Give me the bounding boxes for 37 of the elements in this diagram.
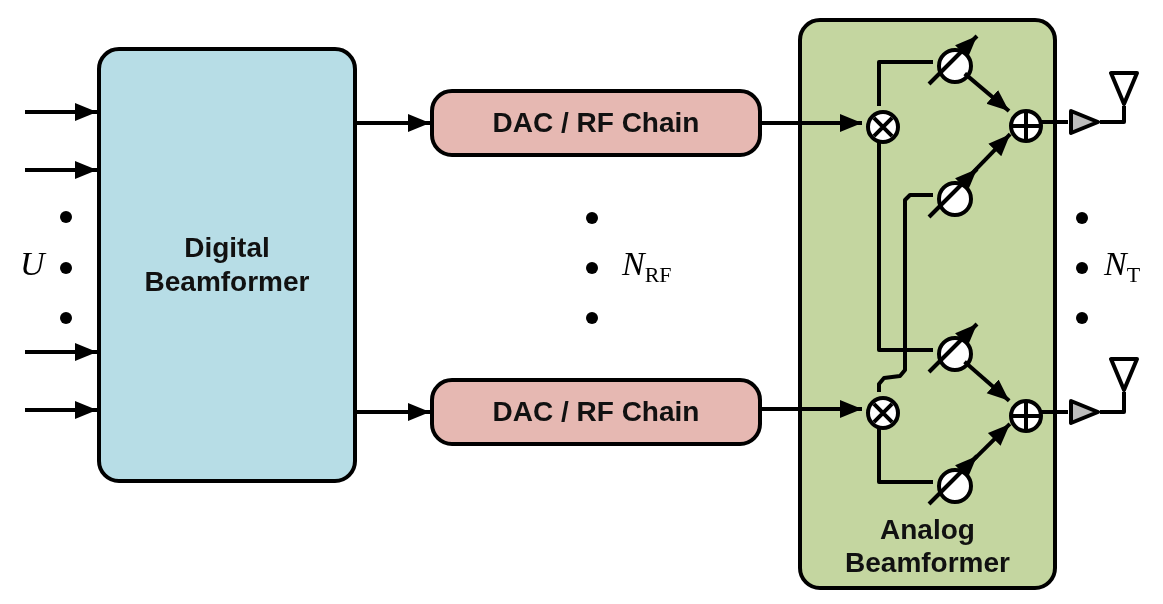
connector-line bbox=[877, 426, 933, 484]
arrow bbox=[25, 401, 97, 419]
mixer-symbol bbox=[866, 110, 900, 144]
count-label: N$_{T}$ bbox=[1104, 245, 1141, 288]
arrow bbox=[963, 360, 1011, 403]
arrow bbox=[357, 114, 430, 132]
connector-line bbox=[1039, 120, 1068, 124]
arrow bbox=[25, 103, 97, 121]
arrow bbox=[963, 72, 1011, 113]
arrow bbox=[25, 343, 97, 361]
count-label: N$_{RF}$ bbox=[622, 245, 672, 288]
block-label: Digital Beamformer bbox=[143, 231, 311, 299]
processing-block bbox=[97, 47, 357, 483]
amplifier-symbol bbox=[1068, 398, 1100, 426]
block-label: Analog Beamformer bbox=[844, 512, 1011, 580]
antenna-symbol bbox=[1108, 356, 1140, 392]
antenna-symbol bbox=[1108, 70, 1140, 106]
adder-symbol bbox=[1009, 109, 1043, 143]
adder-symbol bbox=[1009, 399, 1043, 433]
block-label: DAC / RF Chain bbox=[492, 106, 700, 140]
chain-block bbox=[430, 89, 762, 157]
block-label: DAC / RF Chain bbox=[492, 395, 700, 429]
connector-line bbox=[877, 140, 933, 352]
arrow bbox=[762, 114, 862, 132]
connector-line bbox=[1100, 392, 1126, 414]
chain-block bbox=[430, 378, 762, 446]
connector-line bbox=[877, 193, 933, 392]
connector-line bbox=[1100, 106, 1126, 124]
mixer-symbol bbox=[866, 396, 900, 430]
connector-line bbox=[1039, 410, 1068, 414]
arrow bbox=[357, 403, 430, 421]
arrow bbox=[25, 161, 97, 179]
arrow bbox=[762, 400, 862, 418]
connector-line bbox=[877, 60, 933, 106]
amplifier-symbol bbox=[1068, 108, 1100, 136]
count-label: U bbox=[20, 245, 45, 283]
group-panel bbox=[798, 18, 1057, 590]
